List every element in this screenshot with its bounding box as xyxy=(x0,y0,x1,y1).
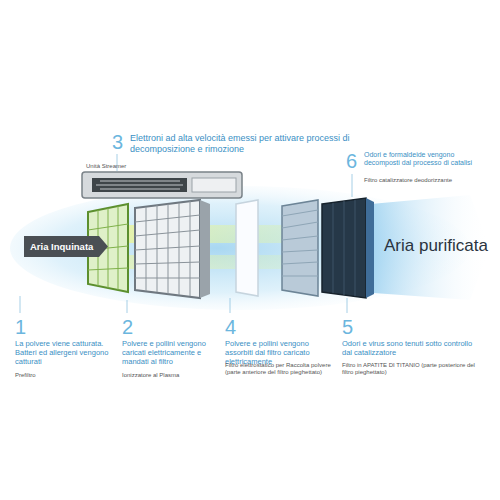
callout-description: Odori e virus sono tenuti sotto controll… xyxy=(342,339,482,357)
callout-number: 3 xyxy=(112,130,128,154)
callout-description: La polvere viene catturata. Batteri ed a… xyxy=(15,339,115,366)
part-name: Prefiltro xyxy=(15,372,115,379)
part-name: Filtro catalizzatore deodorizzante xyxy=(364,177,484,184)
callout-number: 6 xyxy=(346,149,362,173)
callout-description: Polvere e pollini vengono assorbiti dal … xyxy=(225,339,337,366)
callout-number: 1 xyxy=(15,315,31,339)
callout-description: Elettroni ad alta velocità emessi per at… xyxy=(130,133,360,155)
arrow-box: Aria Inquinata xyxy=(24,236,108,257)
part-name: Unità Streamer xyxy=(86,163,156,170)
callout-number: 5 xyxy=(342,315,358,339)
callout-description: Polvere e pollini vengono caricati elett… xyxy=(122,339,222,366)
callout-number: 4 xyxy=(225,315,241,339)
part-name: Ionizzatore al Plasma xyxy=(122,372,222,379)
callout-description: Odori e formaldeide vengono decomposti d… xyxy=(364,151,484,168)
arrow-text: Aria Inquinata xyxy=(30,241,94,252)
air-label: Aria purificata xyxy=(384,236,496,256)
part-name: Filtro elettrostatico per Raccolta polve… xyxy=(225,362,337,376)
callout-number: 2 xyxy=(122,315,138,339)
part-name: Filtro in APATITE DI TITANIO (parte post… xyxy=(342,362,482,376)
